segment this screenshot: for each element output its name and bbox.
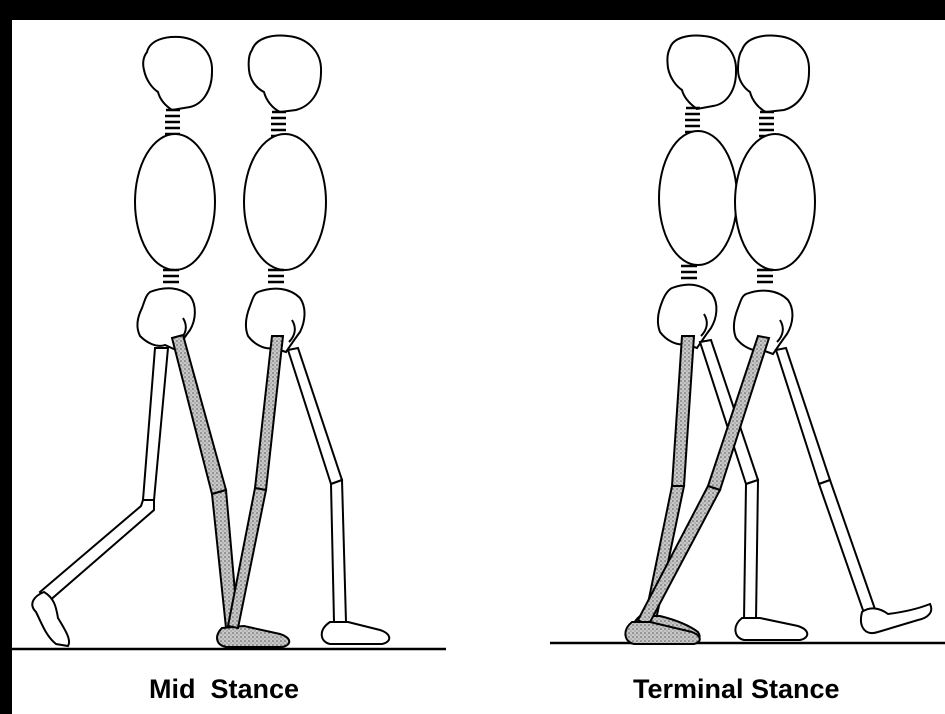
skull-c bbox=[667, 36, 736, 110]
shin-swing-d bbox=[819, 480, 876, 616]
shin-stance-b bbox=[228, 488, 266, 628]
skull-a bbox=[143, 37, 212, 110]
foot-swing-c bbox=[735, 618, 807, 640]
foot-stance-a bbox=[217, 626, 289, 647]
skull-b bbox=[249, 36, 321, 112]
neck-d bbox=[759, 112, 774, 136]
thigh-stance-a bbox=[172, 335, 226, 494]
foot-back-a bbox=[32, 592, 69, 646]
left-border bbox=[0, 0, 12, 714]
torso-b bbox=[244, 134, 326, 270]
terminal-stance-panel bbox=[625, 36, 931, 645]
caption-terminal-stance: Terminal Stance bbox=[633, 674, 840, 705]
foot-swing-b bbox=[322, 622, 390, 644]
thigh-swing-b bbox=[288, 348, 342, 484]
shin-swing-c bbox=[744, 480, 758, 620]
lumbar-d bbox=[757, 270, 773, 282]
torso-c bbox=[659, 131, 737, 265]
thigh-stance-c bbox=[672, 336, 694, 486]
torso-d bbox=[735, 134, 815, 270]
neck-a bbox=[165, 110, 180, 134]
pelvis-a bbox=[138, 288, 195, 350]
thigh-stance-b bbox=[255, 336, 283, 490]
neck-c bbox=[685, 108, 700, 132]
shin-back-a bbox=[40, 500, 154, 602]
shin-swing-b bbox=[331, 480, 346, 622]
top-border bbox=[0, 0, 945, 20]
thigh-back-a bbox=[143, 348, 168, 500]
skeleton-figure-b bbox=[228, 36, 389, 644]
caption-mid-stance: Mid Stance bbox=[149, 674, 299, 705]
lumbar-b bbox=[268, 270, 284, 282]
skull-d bbox=[738, 36, 809, 112]
lumbar-c bbox=[681, 266, 697, 278]
lumbar-a bbox=[163, 270, 179, 282]
mid-stance-panel bbox=[32, 36, 389, 647]
thigh-swing-d bbox=[776, 348, 830, 484]
neck-b bbox=[271, 112, 286, 136]
torso-a bbox=[135, 134, 215, 270]
foot-swing-d bbox=[861, 604, 931, 633]
